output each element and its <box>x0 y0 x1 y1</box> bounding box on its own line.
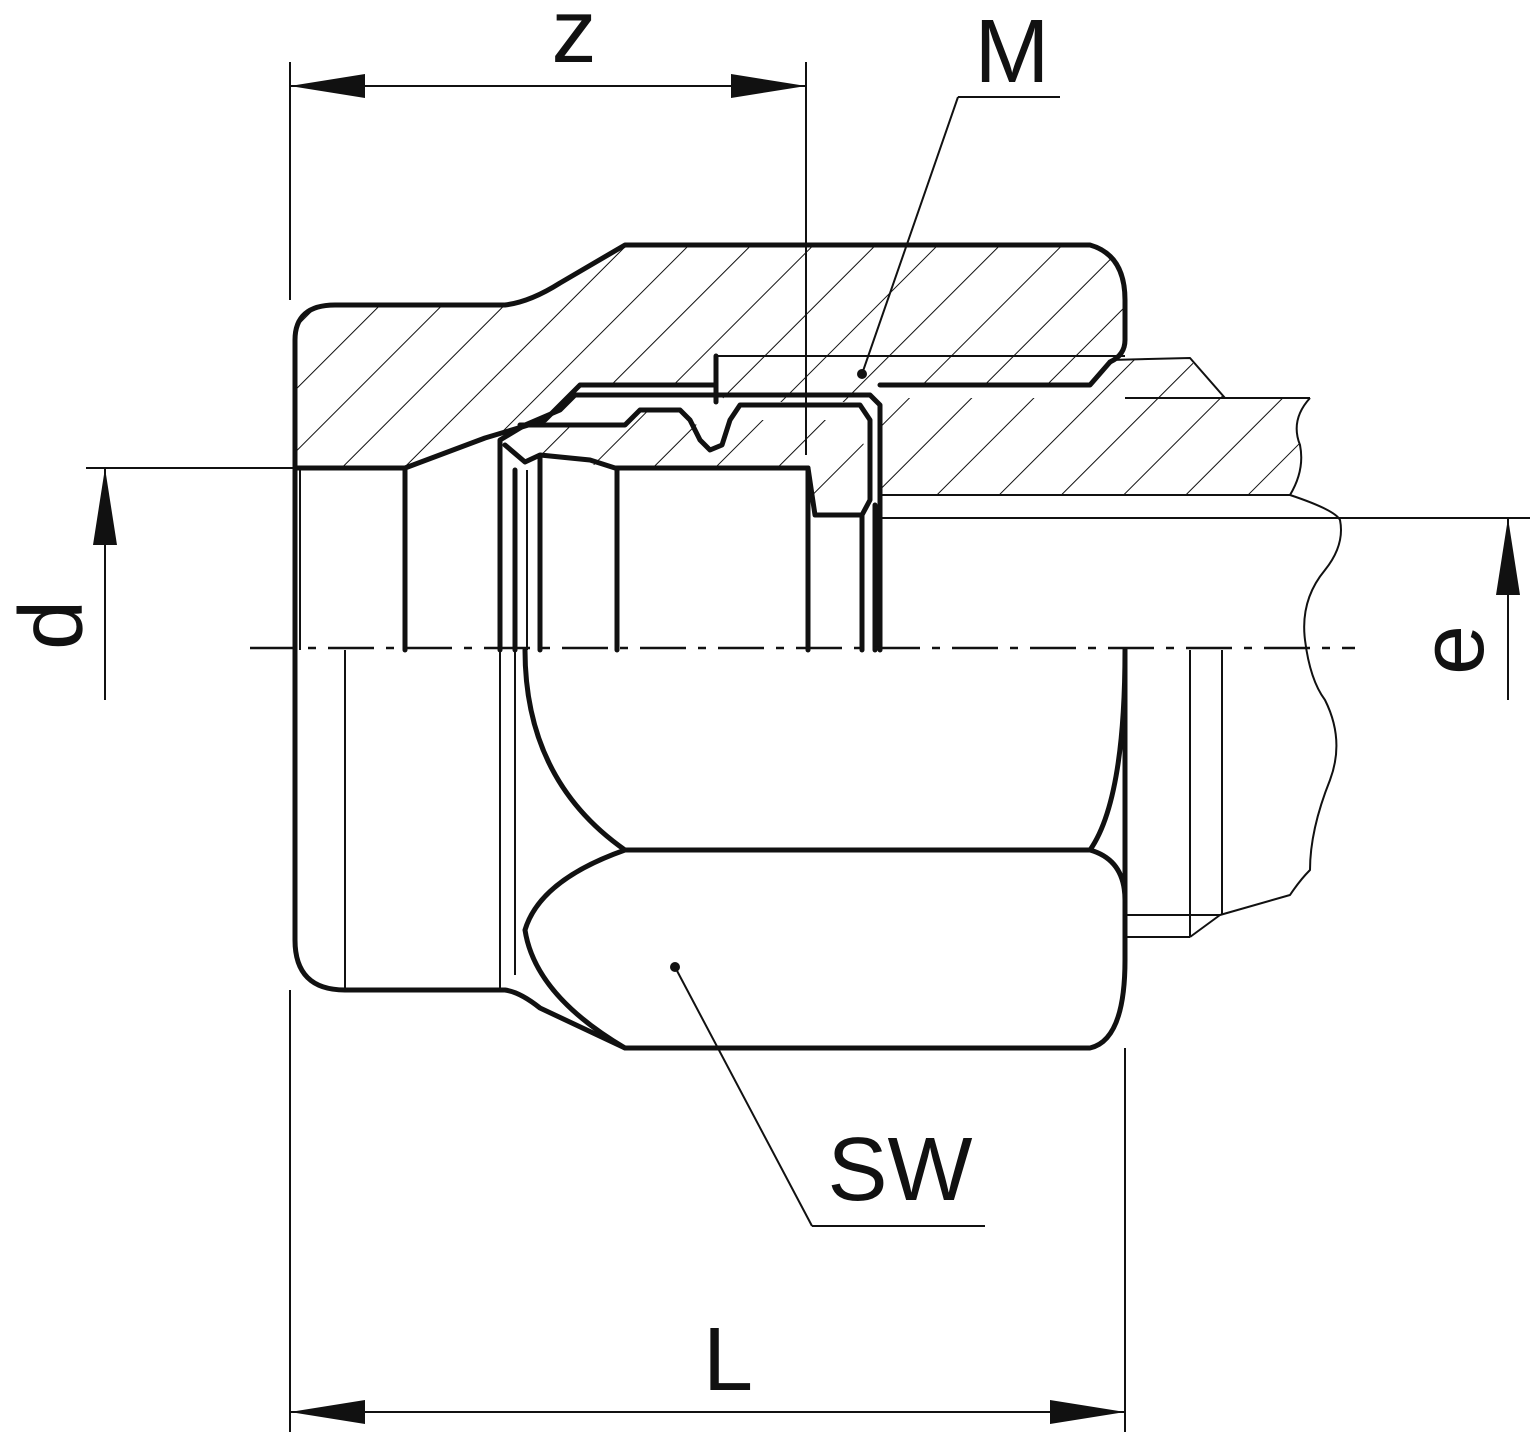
nut-section-hatch <box>295 245 1125 468</box>
label-z: z <box>552 0 597 82</box>
pipe-wall-hatch <box>880 360 1310 495</box>
dimension-z: z <box>289 0 807 455</box>
dimension-l: L <box>289 990 1126 1432</box>
label-e: e <box>1403 625 1503 675</box>
label-sw: SW <box>828 1120 973 1220</box>
dimension-d: d <box>2 467 295 700</box>
leader-sw: SW <box>670 962 985 1227</box>
label-d: d <box>2 600 102 650</box>
leader-m: M <box>857 2 1060 379</box>
label-l: L <box>703 1310 753 1410</box>
insert-ring <box>497 392 883 653</box>
dimension-e: e <box>1340 517 1530 700</box>
nut-hex-view <box>292 647 1128 1051</box>
label-m: M <box>975 2 1050 102</box>
pipe <box>880 357 1342 938</box>
insert-ring-hatch <box>505 408 870 505</box>
